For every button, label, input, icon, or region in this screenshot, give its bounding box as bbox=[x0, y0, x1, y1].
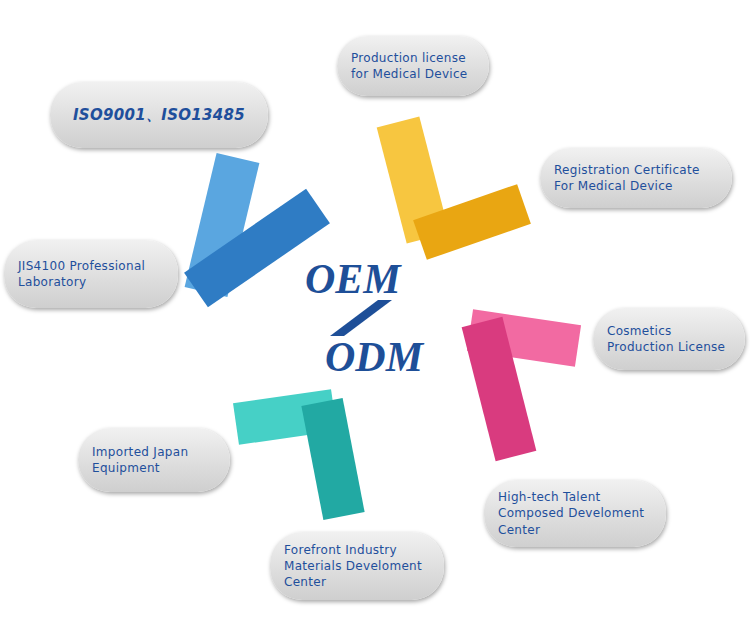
rounded-pill-box: Imported Japan Equipment bbox=[78, 428, 230, 492]
rounded-pill-box: High-tech Talent Composed Develoment Cen… bbox=[484, 480, 666, 547]
box-text: Registration Certificate For Medical Dev… bbox=[554, 162, 718, 194]
rounded-pill-box: ISO9001、ISO13485 bbox=[50, 82, 268, 148]
center-label: ODM bbox=[325, 336, 423, 378]
center-label: OEM bbox=[305, 258, 401, 300]
rounded-pill-box: Forefront Industry Materials Develoment … bbox=[270, 532, 444, 600]
box-text: JIS4100 Professional Laboratory bbox=[18, 258, 164, 290]
pink-ribbon bbox=[470, 322, 578, 456]
box-text: High-tech Talent Composed Develoment Cen… bbox=[498, 489, 652, 538]
box-text: Production license for Medical Device bbox=[351, 50, 475, 82]
box-text: Cosmetics Production License bbox=[607, 323, 731, 355]
rounded-pill-box: Production license for Medical Device bbox=[337, 36, 489, 96]
teal-ribbon bbox=[236, 402, 344, 516]
rounded-pill-box: JIS4100 Professional Laboratory bbox=[4, 240, 178, 308]
slash-bar bbox=[330, 300, 392, 336]
box-text: Forefront Industry Materials Develoment … bbox=[284, 542, 430, 591]
box-text: Imported Japan Equipment bbox=[92, 444, 216, 476]
yellow-ribbon bbox=[398, 122, 524, 240]
rounded-pill-box: Cosmetics Production License bbox=[593, 308, 745, 370]
box-text: ISO9001、ISO13485 bbox=[73, 105, 245, 125]
rounded-pill-box: Registration Certificate For Medical Dev… bbox=[540, 148, 732, 208]
blue-ribbon bbox=[196, 158, 318, 292]
